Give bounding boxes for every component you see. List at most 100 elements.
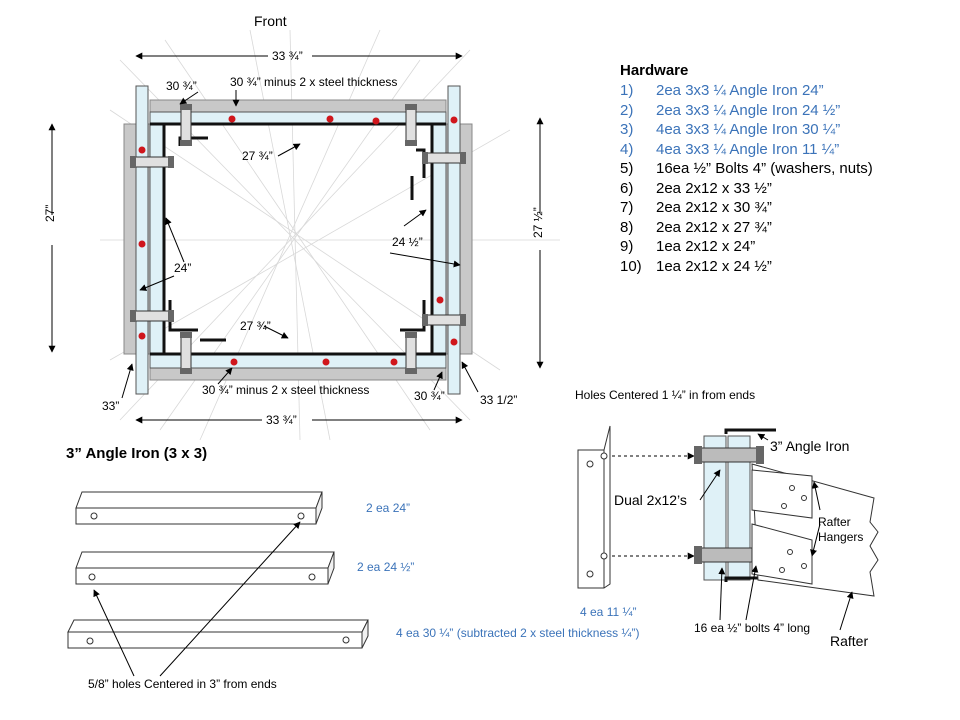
angle-bar-30-quarter: [67, 619, 369, 649]
front-view: [48, 29, 560, 441]
bolts: [130, 104, 466, 374]
rafter-hanger-bottom: [751, 523, 813, 585]
hole: [322, 358, 330, 366]
top-board-small-label: 30 ¾”: [166, 79, 197, 93]
bolt: [405, 332, 417, 374]
side-view: [577, 425, 879, 631]
hardware-title: Hardware: [620, 62, 689, 79]
side-dual-label: Dual 2x12’s: [614, 492, 687, 508]
hole: [372, 117, 380, 125]
angle-bar-24-half: [75, 551, 335, 585]
top-inner-board: [149, 111, 447, 125]
hardware-item-number: 7): [620, 199, 634, 216]
hole: [138, 332, 146, 340]
dimension-arrows: [48, 52, 544, 424]
angle-bar-24: [75, 491, 323, 525]
dim-right: 27 ½”: [531, 207, 545, 238]
front-title: Front: [254, 13, 287, 29]
bottom-left-label: 33”: [102, 399, 120, 413]
holes-note: 5/8” holes Centered in 3” from ends: [88, 677, 277, 691]
hole: [138, 146, 146, 154]
hole: [390, 358, 398, 366]
dual-board-right: [727, 435, 751, 581]
hardware-item-text: 2ea 3x3 ¼ Angle Iron 24”: [656, 82, 824, 99]
hardware-list: 1) 2ea 3x3 ¼ Angle Iron 24” 2)2ea 3x3 ¼ A…: [620, 81, 873, 276]
hardware-item-text: 2ea 2x12 x 27 ¾”: [656, 218, 772, 236]
rafter-hangers-label-2: Hangers: [818, 530, 864, 544]
inner-top-label: 27 ¾”: [242, 149, 273, 163]
right-post: [447, 85, 461, 395]
hardware-item: 7) 2ea 2x12 x 30 ¾”: [620, 198, 873, 218]
angle-iron-side: [577, 425, 611, 589]
side-bolt: [694, 446, 764, 464]
hardware-item-text: 1ea 2x12 x 24 ½”: [656, 257, 772, 275]
bolt: [405, 104, 417, 146]
hole: [450, 116, 458, 124]
bottom-board: [149, 367, 447, 381]
hardware-item-text: 4ea 3x3 ¼ Angle Iron 11 ¼”: [656, 140, 840, 158]
rafter-label: Rafter: [830, 633, 869, 649]
hole: [138, 240, 146, 248]
hardware-item-number: 6): [620, 179, 634, 197]
inner-bottom-label: 27 ¾”: [240, 319, 271, 333]
side-angle-iron-label: 3” Angle Iron: [770, 438, 850, 454]
dim-top: 33 ¾”: [272, 49, 303, 63]
dual-board-left: [703, 435, 727, 581]
bar1-label: 2 ea 24”: [366, 501, 411, 515]
hardware-item: 1) 2ea 3x3 ¼ Angle Iron 24”: [620, 81, 873, 101]
hardware-item: 2)2ea 3x3 ¼ Angle Iron 24 ½”: [620, 101, 873, 121]
inner-right-label: 24 ½”: [392, 235, 423, 249]
inner-left-label: 24”: [174, 261, 192, 275]
bolt: [422, 314, 466, 326]
hole: [228, 115, 236, 123]
hole: [230, 358, 238, 366]
bottom-right-small-label: 30 ¾”: [414, 389, 445, 403]
hardware-item-number: 1): [620, 82, 634, 99]
hardware-item-text: 4ea 3x3 ¼ Angle Iron 30 ¼”: [656, 121, 841, 138]
holes: [138, 115, 458, 366]
bolt: [180, 332, 192, 374]
hardware-item: 6) 2ea 2x12 x 33 ½”: [620, 179, 873, 199]
hardware-item: 4) 4ea 3x3 ¼ Angle Iron 11 ¼”: [620, 140, 873, 160]
bolt: [422, 152, 466, 164]
hole: [326, 115, 334, 123]
angle-iron-bars: [67, 491, 369, 677]
rafter-hanger-top: [751, 469, 813, 519]
hardware-item: 8) 2ea 2x12 x 27 ¾”: [620, 218, 873, 238]
hardware-item: 5) 16ea ½” Bolts 4” (washers, nuts): [620, 159, 873, 179]
dim-left: 27”: [43, 204, 57, 222]
hardware-item: 3) 4ea 3x3 ¼ Angle Iron 30 ¼”: [620, 120, 873, 140]
bar4-label: 4 ea 11 ¼”: [580, 605, 637, 619]
top-board-minus-label: 30 ¾” minus 2 x steel thickness: [230, 75, 398, 89]
side-holes-note: Holes Centered 1 ¼” in from ends: [575, 388, 756, 402]
hardware-item-number: 10): [620, 257, 642, 275]
hardware-item-text: 2ea 3x3 ¼ Angle Iron 24 ½”: [656, 101, 841, 119]
rafter-hangers-label-1: Rafter: [818, 515, 851, 529]
hardware-item-text: 2ea 2x12 x 33 ½”: [656, 179, 772, 197]
hardware-item-text: 1ea 2x12 x 24”: [656, 238, 756, 255]
hardware-item: 9) 1ea 2x12 x 24”: [620, 237, 873, 257]
hardware-item-text: 16ea ½” Bolts 4” (washers, nuts): [656, 160, 873, 177]
bottom-minus-label: 30 ¾” minus 2 x steel thickness: [202, 383, 370, 397]
bolt: [130, 310, 174, 322]
dim-bottom: 33 ¾”: [266, 413, 297, 427]
bottom-right-label: 33 1/2”: [480, 393, 518, 407]
bottom-inner-board: [149, 353, 447, 369]
hardware-item-number: 5): [620, 160, 634, 177]
hardware-item-number: 9): [620, 238, 634, 255]
hole: [436, 296, 444, 304]
hardware-item-number: 3): [620, 121, 634, 138]
bar2-label: 2 ea 24 ½”: [357, 560, 415, 574]
side-bolts-label: 16 ea ½” bolts 4” long: [694, 621, 811, 635]
bolt: [180, 104, 192, 146]
hardware-item: 10) 1ea 2x12 x 24 ½”: [620, 257, 873, 277]
hardware-item-text: 2ea 2x12 x 30 ¾”: [656, 199, 772, 216]
angle-iron-title: 3” Angle Iron (3 x 3): [66, 445, 208, 462]
hole: [450, 338, 458, 346]
bar3-label: 4 ea 30 ¼” (subtracted 2 x steel thickne…: [396, 626, 640, 640]
hardware-item-number: 8): [620, 218, 634, 236]
hardware-item-number: 4): [620, 140, 634, 158]
bolt: [130, 156, 174, 168]
